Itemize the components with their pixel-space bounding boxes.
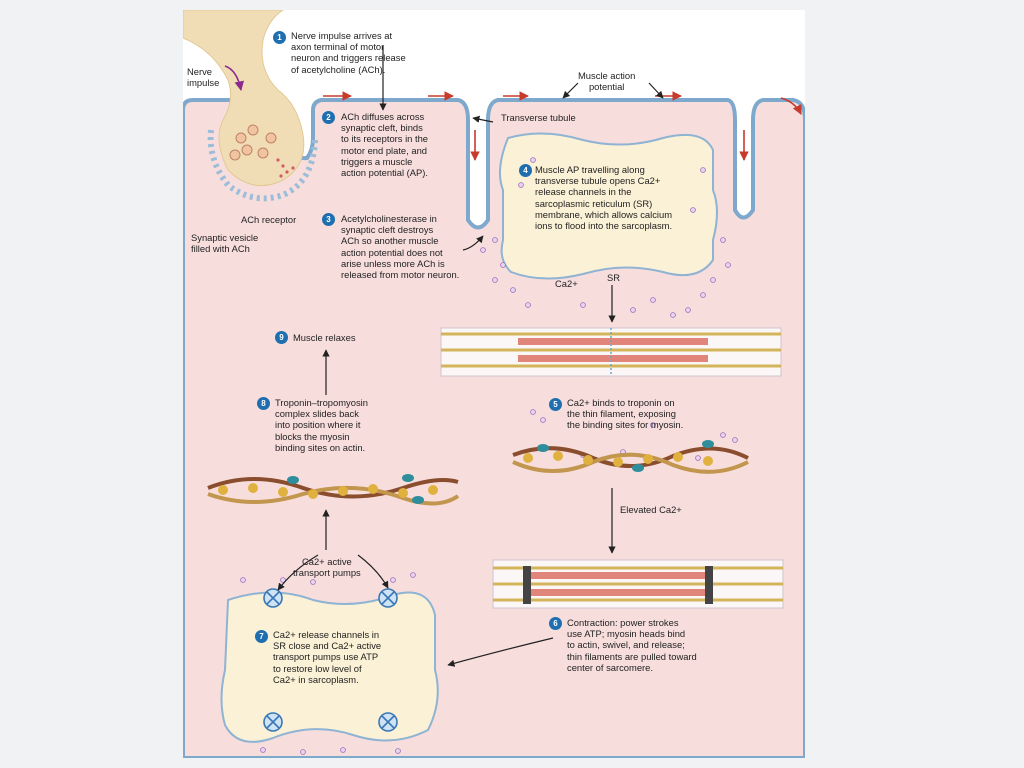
nerve-impulse-label: Nerve impulse: [187, 66, 220, 89]
step-8-badge: 8: [257, 397, 270, 410]
calcium-pumps: [263, 588, 398, 732]
ca-pumps-label: Ca2+ active transport pumps: [293, 556, 361, 579]
diagram-artwork: [183, 10, 805, 758]
sarcoplasmic-reticulum-top: [498, 132, 718, 280]
step-4-text: Muscle AP travelling along transverse tu…: [535, 164, 673, 232]
thin-filament-exposed: [512, 440, 749, 474]
nerve-impulse-arrow: [224, 65, 245, 91]
muscle-action-potential-label: Muscle action potential: [578, 70, 636, 93]
step-4-badge: 4: [519, 164, 532, 177]
sr-label: SR: [607, 272, 621, 283]
step-6-text: Contraction: power strokes use ATP; myos…: [567, 617, 697, 673]
step-3-badge: 3: [322, 213, 335, 226]
flow-arrows: [277, 46, 664, 667]
transverse-tubule-label: Transverse tubule: [501, 112, 576, 123]
step-2-text: ACh diffuses across synaptic cleft, bind…: [341, 111, 429, 179]
step-7-text: Ca2+ release channels in SR close and Ca…: [273, 629, 382, 685]
ach-molecules: [276, 158, 295, 178]
diagram-sheet: Nerve impulse Muscle action potential Tr…: [183, 10, 805, 758]
step-1-badge: 1: [273, 31, 286, 44]
synaptic-vesicles: [229, 124, 277, 161]
step-9-text: Muscle relaxes: [293, 332, 356, 343]
step-2-badge: 2: [322, 111, 335, 124]
ach-receptor-label: ACh receptor: [241, 214, 297, 225]
step-9-badge: 9: [275, 331, 288, 344]
step-5-text: Ca2+ binds to troponin on the thin filam…: [567, 397, 684, 431]
thin-filament-blocked: [207, 474, 460, 506]
ap-arrows: [323, 91, 802, 161]
elevated-ca-label: Elevated Ca2+: [620, 504, 682, 515]
step-8-text: Troponin–tropomyosin complex slides back…: [275, 397, 368, 453]
step-3-text: Acetylcholinesterase in synaptic cleft d…: [341, 213, 460, 281]
synaptic-cleft-membrane: [207, 129, 318, 202]
sarcoplasmic-reticulum-bottom: [220, 591, 439, 743]
synaptic-vesicle-label: Synaptic vesicle filled with ACh: [191, 232, 259, 255]
sarcomere-contracted: [492, 559, 784, 609]
step-7-badge: 7: [255, 630, 268, 643]
sarcomere-relaxed: [440, 327, 782, 377]
step-1-text: Nerve impulse arrives at axon terminal o…: [291, 30, 406, 75]
step-5-badge: 5: [549, 398, 562, 411]
step-6-badge: 6: [549, 617, 562, 630]
ca-sr-label: Ca2+: [555, 278, 578, 289]
